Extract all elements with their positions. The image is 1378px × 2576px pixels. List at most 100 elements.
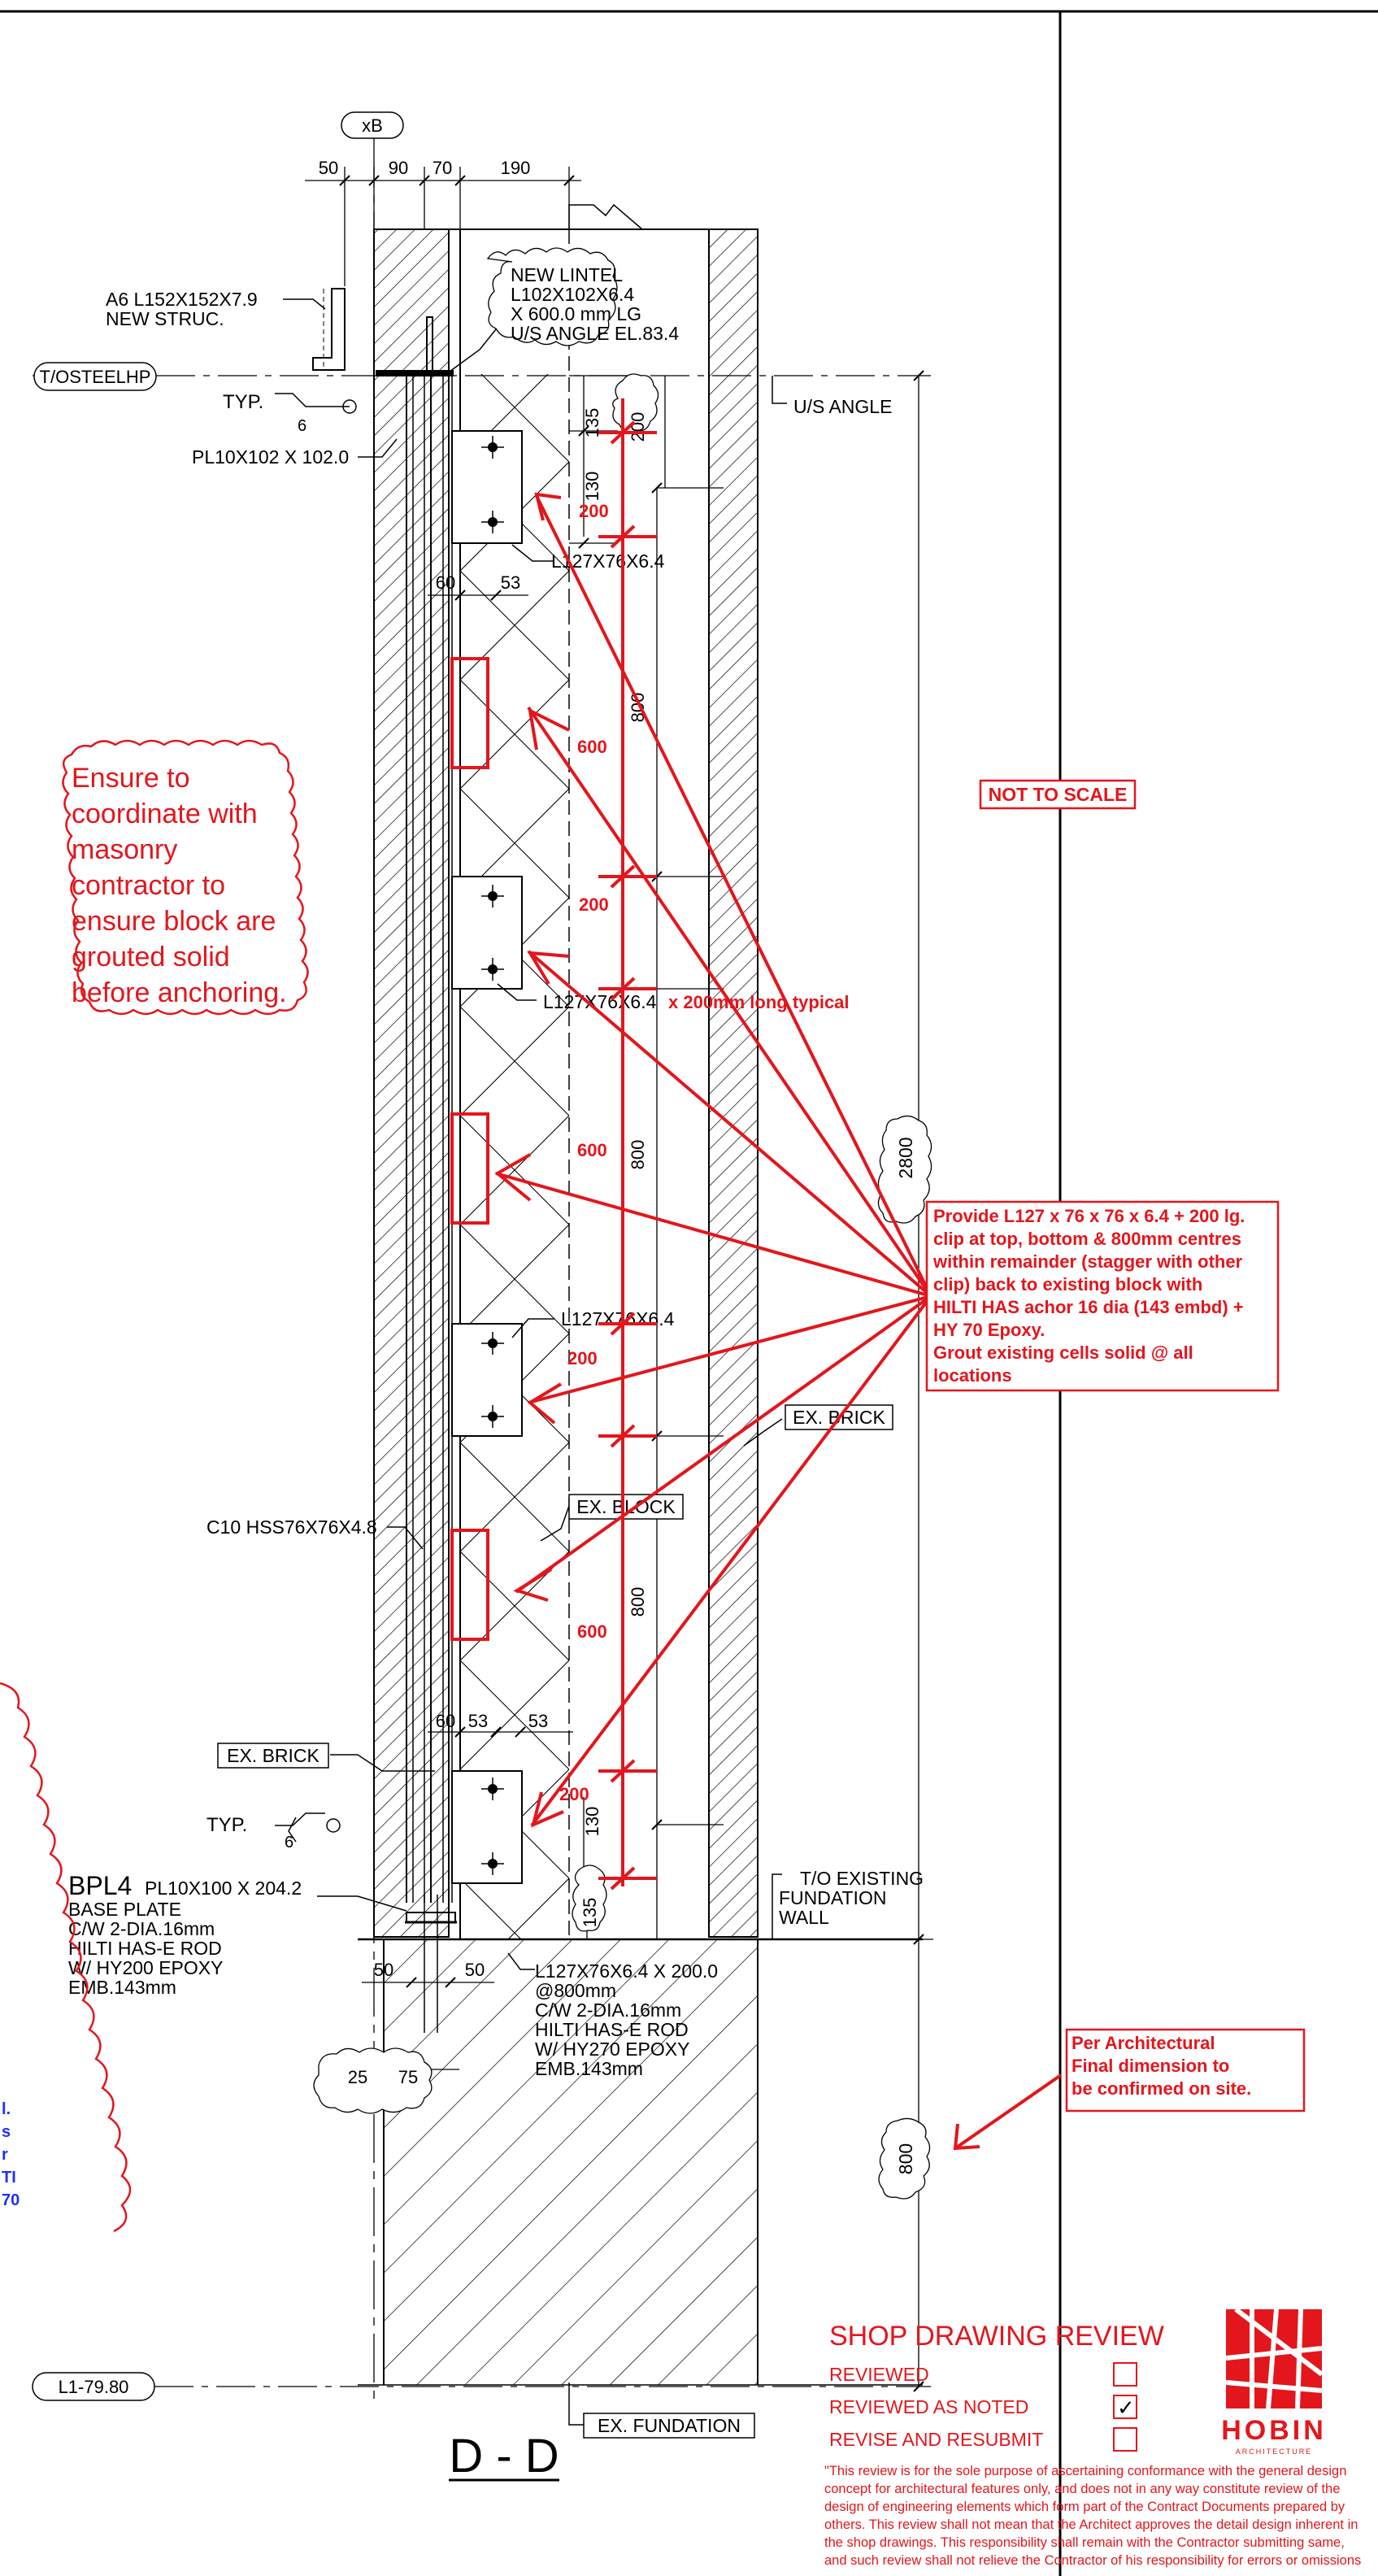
bpl4-line-4: W/ HY200 EPOXY [68,1957,223,1978]
dim-60-bot: 60 [436,1711,455,1731]
dim-800-bot-cloud [878,2117,931,2200]
clip-bottom-2: @800mm [535,1980,616,2001]
bpl4-line-2: C/W 2-DIA.16mm [68,1918,215,1939]
dim-top-190: 190 [501,158,531,178]
ex-brick-left: EX. BRICK [227,1745,320,1766]
red-200-3: 200 [567,1348,598,1368]
clip-bottom-5: W/ HY270 EPOXY [535,2039,689,2060]
bpl4-line-3: HILTI HAS-E ROD [68,1938,222,1959]
per-arch-note-1: Per Architectural [1072,2033,1215,2053]
hobin-logo: HOBIN ARCHITECTURE [1221,2307,1327,2456]
bpl4-title: BPL4 [68,1871,132,1900]
new-lintel-3: X 600.0 mm LG [511,303,641,324]
dim-top-50: 50 [319,158,338,178]
logo-name: HOBIN [1221,2415,1327,2446]
dim-2800: 2800 [895,1137,916,1178]
red-200-4: 200 [559,1784,589,1804]
clip-angles [451,430,523,1884]
new-lintel-cloud [486,247,618,346]
leaders [275,298,787,2426]
dim-ticks [339,175,924,2392]
typ-label-bot: TYP. [206,1814,247,1836]
pl10-label: PL10X102 X 102.0 [192,446,349,468]
dim-53-bot-2: 53 [528,1711,548,1731]
hss-label: C10 HSS76X76X4.8 [206,1516,377,1538]
ensure-note-5: ensure block are [72,906,276,937]
to-existing-3: WALL [779,1907,829,1928]
provide-note-7: Grout existing cells solid @ all [933,1342,1193,1363]
ensure-note-2: coordinate with [72,798,258,829]
dim-75: 75 [398,2067,418,2087]
ex-fundation-label: EX. FUNDATION [598,2415,741,2436]
clip-bottom-1: L127X76X6.4 X 200.0 [535,1960,718,1982]
provide-note-3: within remainder (stagger with other [932,1251,1243,1272]
existing-brick-outer [709,229,758,1937]
provide-note-6: HY 70 Epoxy. [933,1320,1045,1340]
ensure-note-3: masonry [72,834,177,865]
existing-brick-inner [374,229,449,1937]
level-top: T/OSTEELHP [40,367,151,387]
per-arch-note-3: be confirmed on site. [1072,2078,1251,2099]
clip-bottom-3: C/W 2-DIA.16mm [535,1999,681,2021]
stamp-option-as-noted: REVIEWED AS NOTED [829,2396,1028,2417]
checkbox-revise[interactable] [1113,2427,1137,2452]
disclaimer-1: "This review is for the sole purpose of … [824,2464,1346,2478]
grid-bubble-label: xB [362,115,383,136]
dim-130-top: 130 [582,472,602,502]
dim-130-bot: 130 [582,1807,602,1837]
provide-note-1: Provide L127 x 76 x 76 x 6.4 + 200 lg. [933,1206,1245,1226]
checkbox-reviewed[interactable] [1113,2362,1137,2387]
provide-note-8: locations [933,1365,1012,1386]
ensure-note-6: grouted solid [72,942,230,973]
a6-label-1: A6 L152X152X7.9 [106,289,258,310]
disclaimer-5: the shop drawings. This responsibility s… [824,2535,1345,2550]
dim-800-bot: 800 [895,2143,916,2174]
level-bottom: L1-79.80 [59,2377,129,2397]
clip-label-mid: L127X76X6.4 [561,1308,675,1329]
new-lintel-4: U/S ANGLE EL.83.4 [511,323,679,344]
stamp-option-revise: REVISE AND RESUBMIT [829,2429,1043,2450]
left-edge-cloud [0,1682,132,2233]
clip-bottom-4: HILTI HAS-E ROD [535,2019,689,2040]
blue-fragment-2: s [2,2123,11,2141]
provide-note-4: clip) back to existing block with [933,1274,1202,1295]
dim-25: 25 [348,2067,367,2087]
per-arch-note-2: Final dimension to [1072,2056,1229,2076]
provide-note-5: HILTI HAS achor 16 dia (143 embd) + [933,1297,1244,1317]
blue-fragment-4: TI [2,2169,16,2187]
blue-fragment-3: r [2,2146,8,2164]
blue-fragment-1: l. [2,2100,11,2118]
checkbox-as-noted[interactable] [1113,2395,1137,2419]
red-200-1: 200 [579,501,609,521]
weld-size-top: 6 [298,417,306,435]
dim-800-3: 800 [628,1587,648,1617]
bpl4-line-1: BASE PLATE [68,1899,181,1920]
logo-subtitle: ARCHITECTURE [1236,2448,1313,2456]
shop-drawing-review-stamp: SHOP DRAWING REVIEW REVIEWED REVIEWED AS… [824,2307,1361,2568]
dim-135-bot: 135 [580,1898,600,1928]
clip-bottom-6: EMB.143mm [535,2058,643,2079]
stamp-option-reviewed: REVIEWED [829,2364,929,2385]
dim-25-75-cloud [313,2047,433,2114]
not-to-scale: NOT TO SCALE [989,784,1128,805]
dim-50-left: 50 [374,1960,393,1980]
clip-label-typical: L127X76X6.4 [543,991,657,1012]
disclaimer-2: concept for architectural features only,… [824,2482,1340,2496]
disclaimer-3: design of engineering elements which for… [824,2500,1345,2514]
dim-800-2: 800 [628,1140,648,1170]
red-markup: 200 600 200 x 200mm long typical 600 200… [0,398,1306,2233]
dim-53-top: 53 [501,572,520,593]
dimensions [33,138,933,2407]
to-existing-2: FUNDATION [779,1887,886,1908]
provide-note-2: clip at top, bottom & 800mm centres [933,1229,1241,1249]
dim-2800-cloud [877,1115,932,1224]
a6-angle [312,288,346,371]
disclaimer-4: others. This review shall not mean that … [824,2517,1358,2532]
typ-label-top: TYP. [223,391,263,413]
disclaimer-6: and such review shall not relieve the Co… [824,2553,1361,2568]
red-600-2: 600 [577,1140,607,1160]
dim-60-top: 60 [436,572,455,593]
dim-135-cloud [572,1865,607,1932]
new-lintel-1: NEW LINTEL [511,264,623,285]
